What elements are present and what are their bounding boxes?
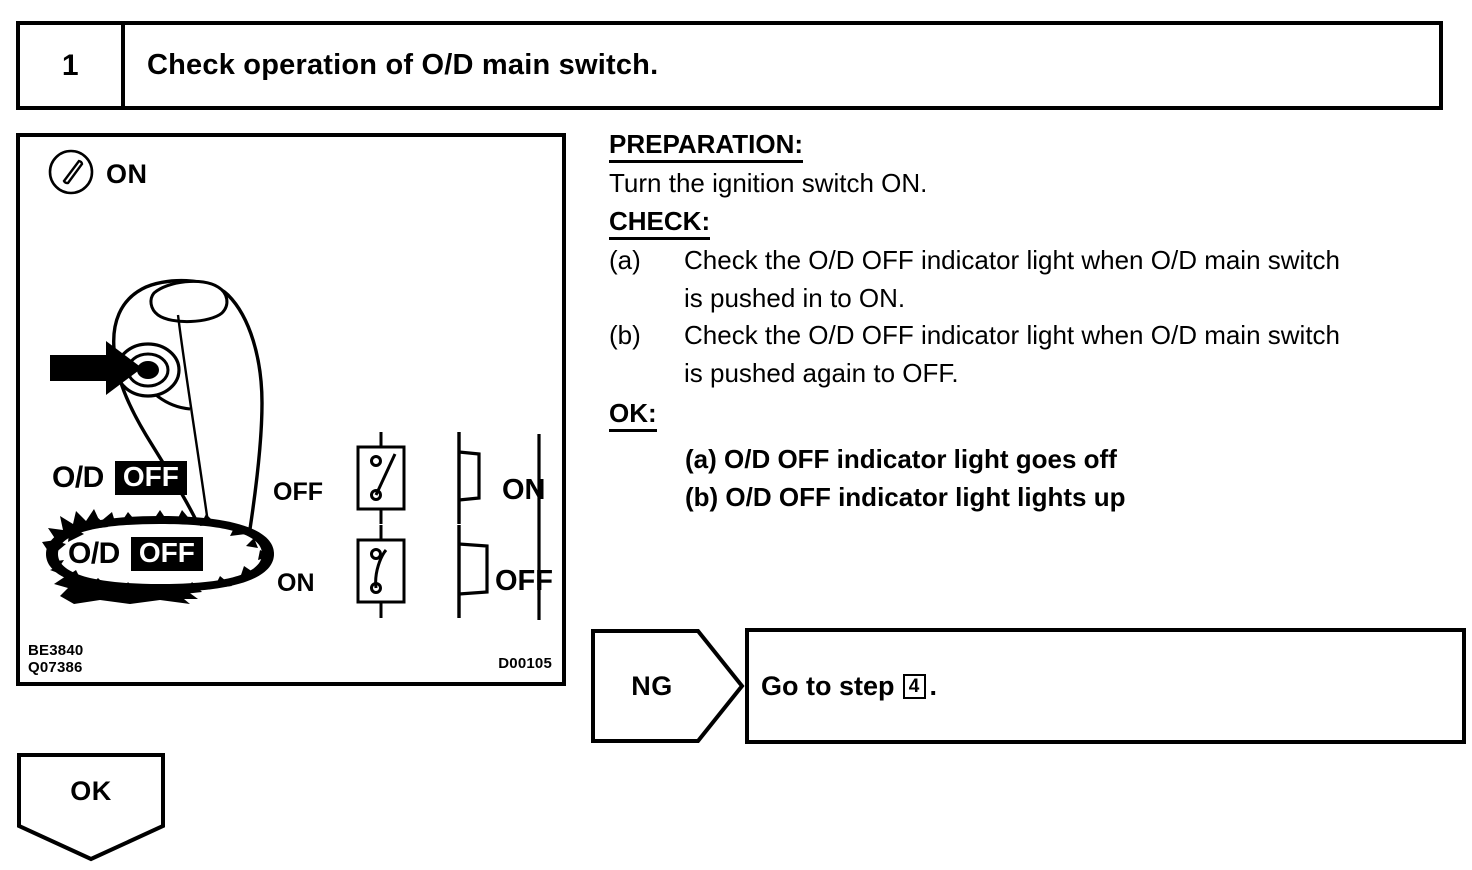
ng-branch: NG Go to step 4 . (590, 628, 1466, 744)
switch-symbol-open-icon (356, 432, 406, 524)
step-title-cell: Check operation of O/D main switch. (125, 25, 1439, 106)
preparation-text: Turn the ignition switch ON. (609, 168, 928, 199)
ok-heading: OK: (609, 398, 657, 432)
ignition-indicator-row: ON (46, 147, 148, 202)
check-item-a-marker-blank (609, 280, 684, 318)
ok-branch: OK (16, 752, 166, 862)
step-title: Check operation of O/D main switch. (147, 49, 659, 81)
ng-result-step-number: 4 (902, 673, 926, 699)
od-indicator-unlit: O/D OFF (46, 452, 286, 504)
check-item-b-marker: (b) (609, 320, 641, 351)
figure-code-right: D00105 (498, 655, 552, 672)
check-item-a-line1: Check the O/D OFF indicator light when O… (684, 244, 1341, 275)
switch-row2-right-label: OFF (495, 565, 553, 597)
switch-row2-left-label: ON (277, 569, 315, 597)
figure-code-left-line1: BE3840 (28, 641, 84, 659)
figure-code-left: BE3840 Q07386 (28, 642, 83, 677)
ok-criteria-item-a: (a) O/D OFF indicator light goes off (685, 443, 1117, 474)
ng-result-text: Go to step 4 . (761, 671, 937, 702)
ng-tag-label: NG (631, 670, 673, 701)
od-off-badge: OFF (114, 461, 187, 495)
ignition-state-label: ON (106, 159, 148, 189)
ng-result-suffix: . (929, 670, 938, 701)
figure-code-left-line2: Q07386 (28, 658, 83, 676)
check-item-b: (b) Check the O/D OFF indicator light wh… (609, 317, 1464, 355)
instructions-column: PREPARATION: Turn the ignition switch ON… (609, 129, 1464, 516)
switch-button-in-icon (457, 525, 489, 618)
step-number: 1 (61, 48, 80, 82)
check-item-a: (a) Check the O/D OFF indicator light wh… (609, 242, 1464, 280)
od-label-prefix: O/D (52, 461, 104, 494)
od-indicator-group: O/D OFF (42, 452, 286, 604)
check-item-a-line2: is pushed in to ON. (684, 282, 906, 313)
switch-row1-left-label: OFF (273, 478, 323, 506)
step-number-cell: 1 (20, 25, 125, 106)
ok-tag-label: OK (70, 775, 112, 806)
step-header-box: 1 Check operation of O/D main switch. (16, 21, 1443, 110)
ignition-key-icon (46, 147, 96, 202)
check-item-b-marker-blank (609, 355, 684, 393)
ng-result-box: Go to step 4 . (745, 628, 1466, 744)
switch-symbol-diagram: OFF ON ON OFF (273, 432, 563, 632)
check-item-a-marker: (a) (609, 244, 641, 275)
switch-button-out-icon (457, 432, 481, 524)
od-off-badge-lit: OFF (130, 537, 203, 571)
ok-criteria-list: (a) O/D OFF indicator light goes off (b)… (609, 440, 1464, 516)
ok-criteria-item-b: (b) O/D OFF indicator light lights up (685, 481, 1126, 512)
check-item-b-line2: is pushed again to OFF. (684, 357, 959, 388)
od-label-prefix-lit: O/D (68, 537, 120, 570)
ng-result-prefix: Go to step (761, 670, 895, 701)
check-item-b-line1: Check the O/D OFF indicator light when O… (684, 320, 1341, 351)
shift-lever-knob-illustration (50, 237, 370, 557)
check-item-b-cont: is pushed again to OFF. (609, 355, 1464, 393)
preparation-heading: PREPARATION: (609, 129, 804, 164)
od-indicator-lit: O/D OFF (42, 504, 286, 604)
check-item-a-cont: is pushed in to ON. (609, 280, 1464, 318)
ng-tag: NG (590, 628, 748, 744)
press-arrow-icon (50, 341, 142, 395)
switch-symbol-closed-icon (356, 525, 406, 618)
check-heading: CHECK: (609, 206, 711, 240)
illustration-panel: ON O/D OFF (16, 133, 566, 686)
